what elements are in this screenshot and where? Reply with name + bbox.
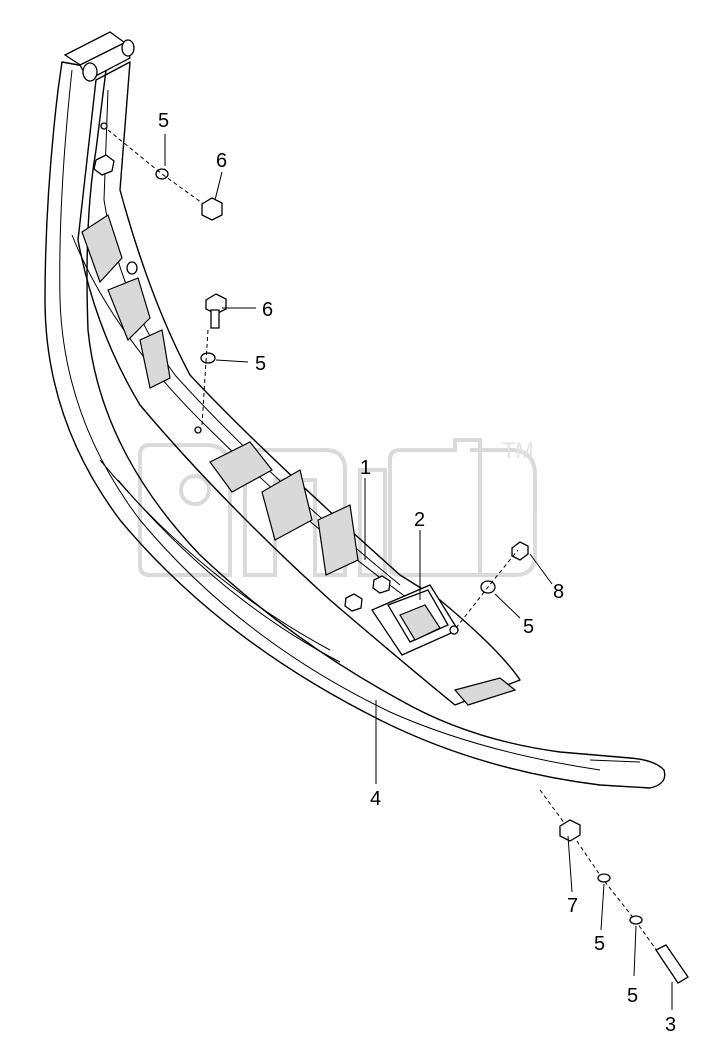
callout-8: 8 <box>553 581 564 603</box>
callout-labels: 5 6 6 5 1 2 8 5 4 7 5 5 3 <box>158 110 676 1036</box>
callout-5-top: 5 <box>158 110 169 132</box>
washer-low1 <box>597 873 611 883</box>
bolt-top <box>201 197 223 221</box>
washer-mid <box>200 352 216 364</box>
bolt-mid <box>205 293 227 315</box>
guide-block <box>371 584 459 656</box>
callout-5-low2: 5 <box>627 985 638 1007</box>
hardware <box>107 129 689 984</box>
frame-rail <box>44 31 666 789</box>
callout-5-mid: 5 <box>255 353 266 375</box>
watermark-logo: TM <box>138 438 537 577</box>
callout-5-right: 5 <box>523 616 534 638</box>
callout-4: 4 <box>370 788 381 810</box>
pin-lower <box>655 944 689 984</box>
callout-3: 3 <box>665 1014 676 1036</box>
callout-6-mid: 6 <box>262 299 273 321</box>
washer-low2 <box>629 915 643 925</box>
bracket-plate <box>71 61 521 706</box>
nut-lower <box>559 819 581 842</box>
nut-right <box>511 541 529 561</box>
callout-2: 2 <box>414 509 425 531</box>
callout-6-top: 6 <box>216 150 227 172</box>
callout-1: 1 <box>360 457 371 479</box>
callout-5-low1: 5 <box>594 933 605 955</box>
trademark-text: TM <box>502 438 534 463</box>
callout-7: 7 <box>567 895 578 917</box>
leader-lines <box>164 134 673 1010</box>
